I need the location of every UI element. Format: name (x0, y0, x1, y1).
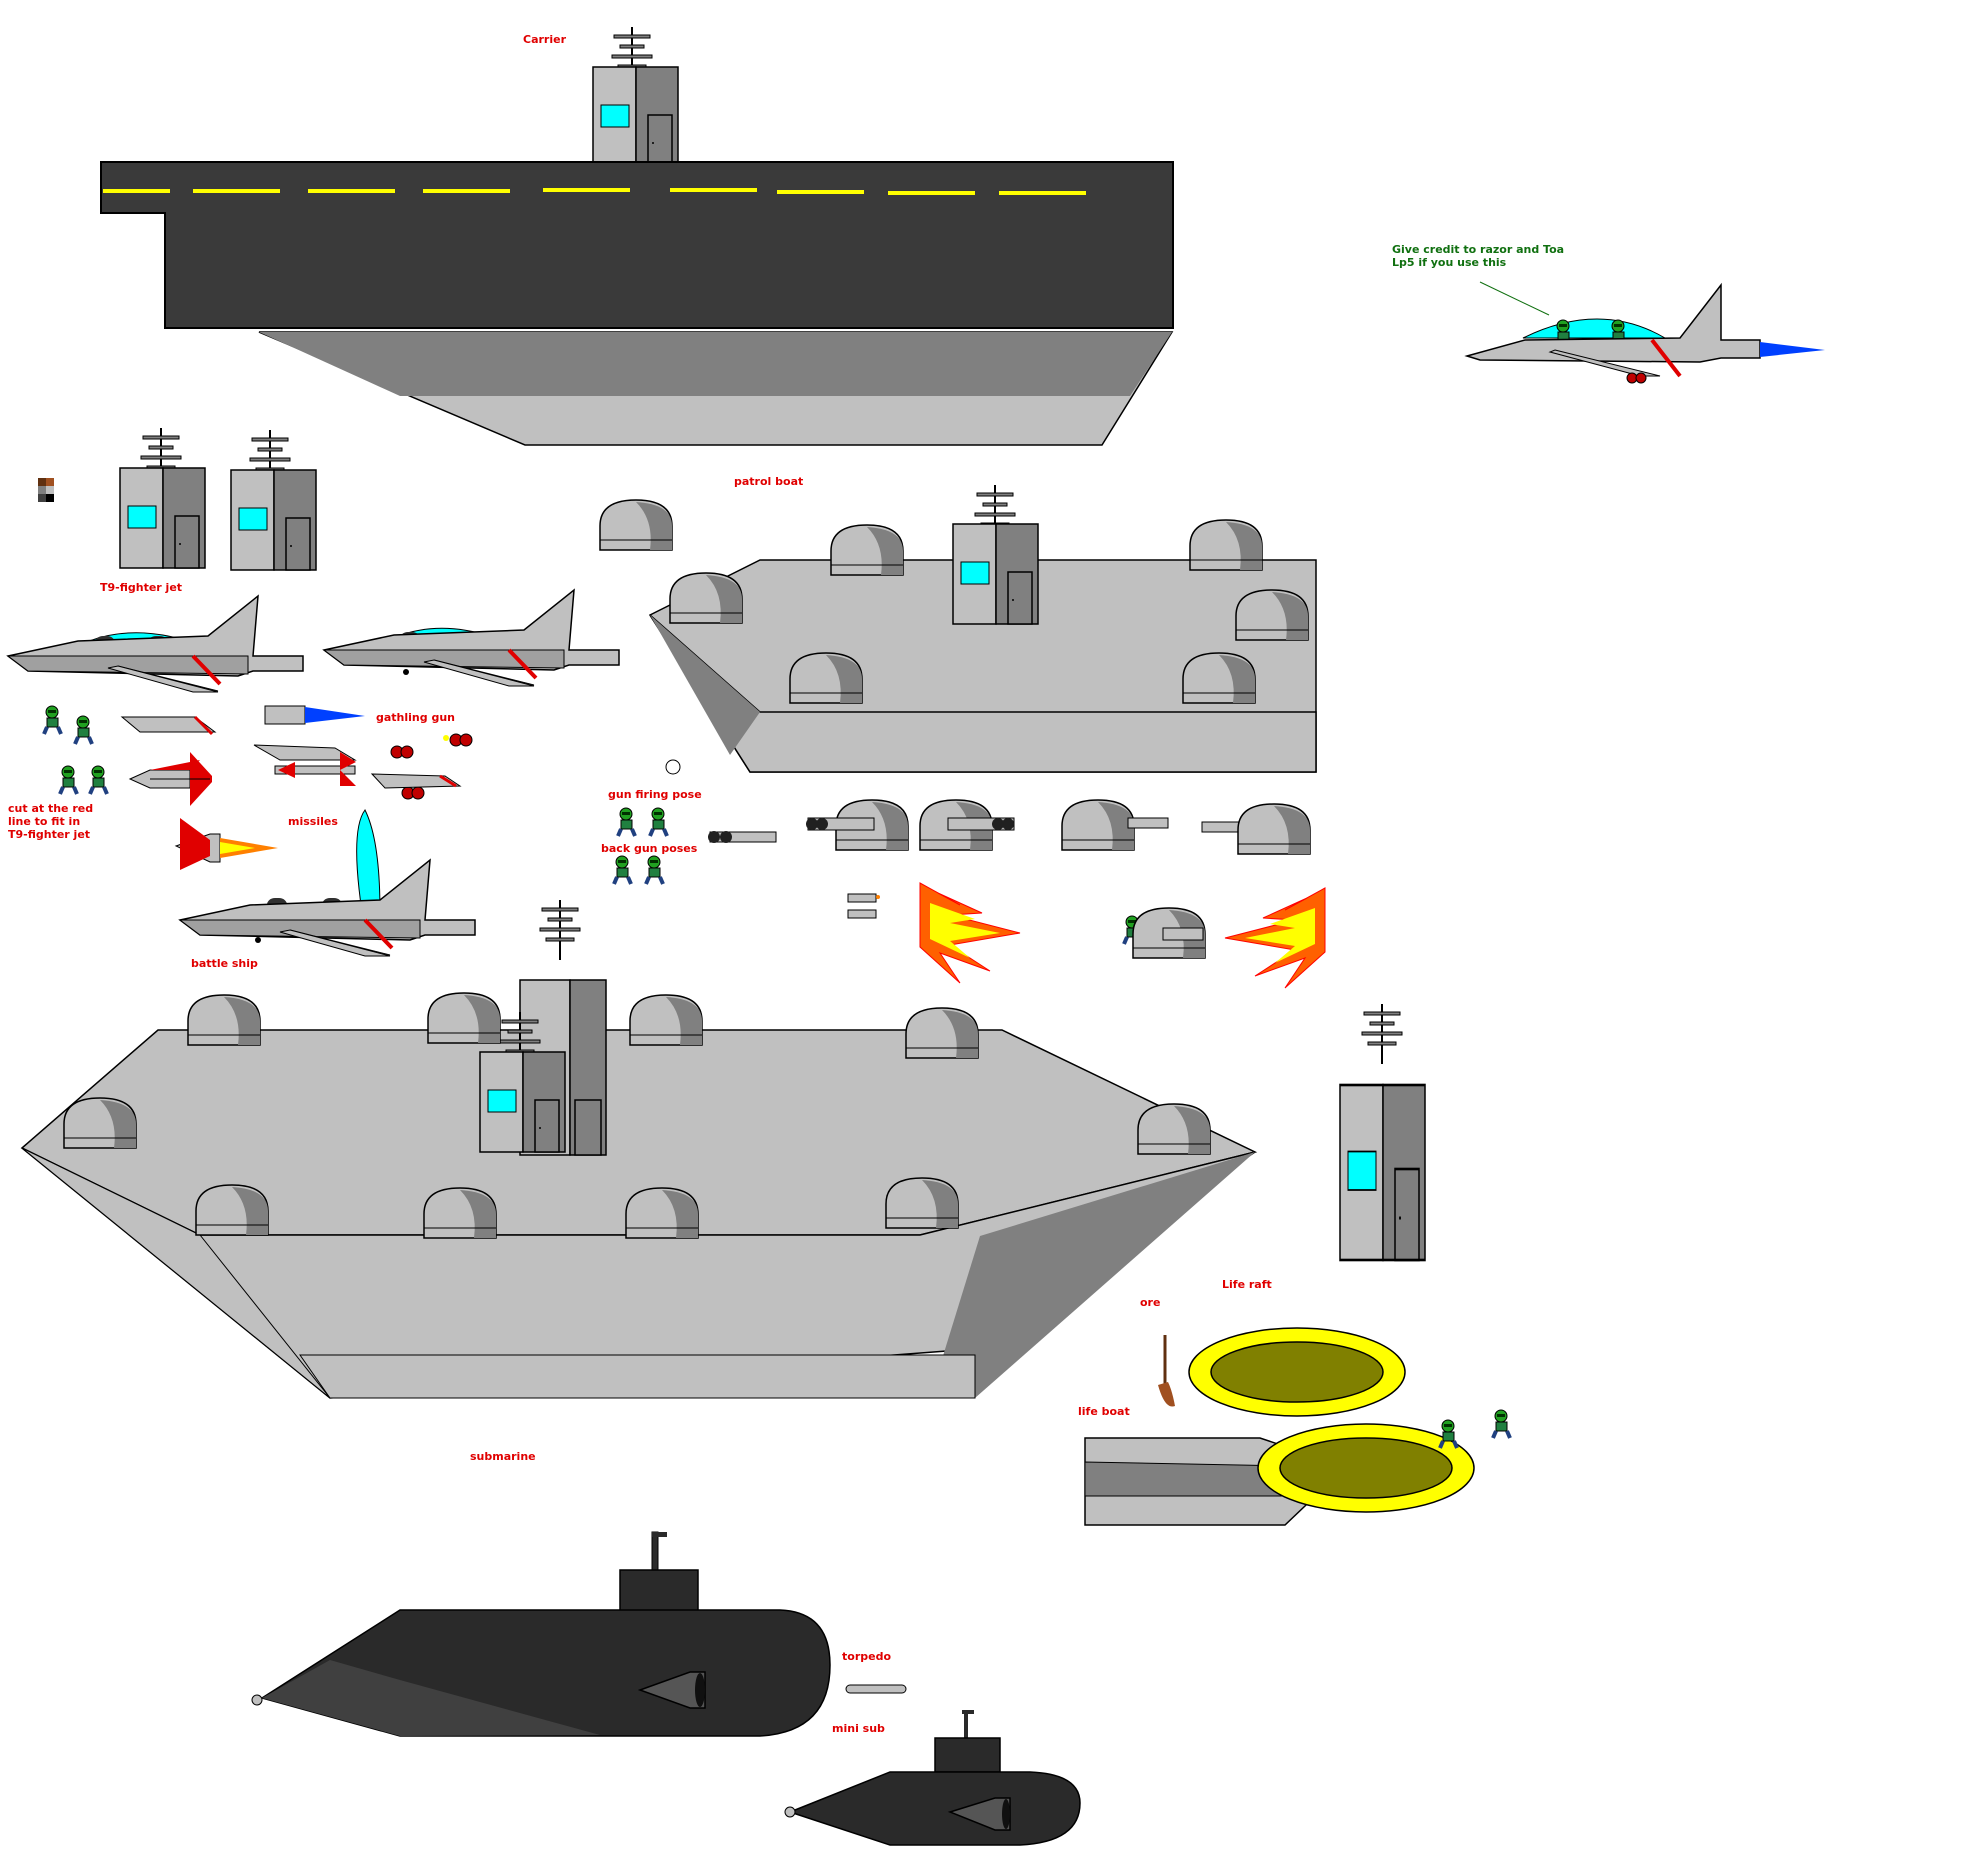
missile-firing-sprite (174, 818, 278, 870)
cut-note-line-1: cut at the red (8, 802, 93, 815)
color-swatches (38, 478, 54, 502)
submarine-label: submarine (470, 1450, 536, 1463)
battle-ship-label: battle ship (191, 957, 258, 970)
cut-note-line-3: T9-fighter jet (8, 828, 90, 841)
t9-fighter-jet-open-canopy (178, 809, 477, 958)
missile-sprite (128, 752, 212, 806)
island-tower-closed (119, 427, 206, 569)
runway-stripes (103, 188, 1086, 195)
credit-fighter-jet (1464, 281, 1825, 384)
patrol-boat-sprite (648, 484, 1317, 773)
cut-note-line-2: line to fit in (8, 815, 80, 828)
life-boat-label: life boat (1078, 1405, 1130, 1418)
engine-thrust-part (264, 705, 365, 725)
ammo-ball (665, 759, 681, 775)
missile-pod-sprite (253, 744, 462, 789)
back-gun-poses-sprites (612, 854, 665, 886)
back-gun-poses-label: back gun poses (601, 842, 698, 855)
turret-variants (708, 799, 1311, 919)
t9-fighter-jet-gear-sprite (322, 588, 621, 688)
mini-sub-sprite (784, 1710, 1081, 1846)
gun-firing-pose-sprites (616, 806, 669, 838)
oar-sprite (1158, 1335, 1175, 1407)
gathling-gun-sprite (390, 733, 473, 800)
patrol-boat-label: patrol boat (734, 475, 803, 488)
battle-ship-sprite (20, 899, 1258, 1399)
large-island-tower (1338, 1003, 1427, 1262)
muzzle-blast-sprite (919, 882, 1021, 984)
submarine-sprite (251, 1531, 831, 1737)
t9-fighter-jet-label: T9-fighter jet (100, 581, 182, 594)
life-raft-sprite (1188, 1327, 1406, 1417)
credit-note-line-2: Lp5 if you use this (1392, 256, 1507, 269)
wing-part (120, 715, 217, 736)
life-raft-occupied-sprite (1257, 1408, 1512, 1513)
turret-firing-sprite (1122, 887, 1326, 989)
torpedo-sprite (845, 1684, 907, 1694)
missiles-label: missiles (288, 815, 338, 828)
gun-firing-pose-label: gun firing pose (608, 788, 702, 801)
pilot-sprites (42, 704, 109, 796)
carrier-sprite (100, 26, 1174, 446)
carrier-label: Carrier (523, 33, 567, 46)
t9-fighter-jet-sprite (6, 594, 305, 694)
ore-label: ore (1140, 1296, 1160, 1309)
credit-note-line-1: Give credit to razor and Toa (1392, 243, 1564, 256)
gathling-gun-label: gathling gun (376, 711, 455, 724)
life-raft-label: Life raft (1222, 1278, 1272, 1291)
mini-sub-label: mini sub (832, 1722, 885, 1735)
island-tower-open (230, 429, 317, 571)
torpedo-label: torpedo (842, 1650, 891, 1663)
spare-dome-turret (599, 499, 673, 551)
